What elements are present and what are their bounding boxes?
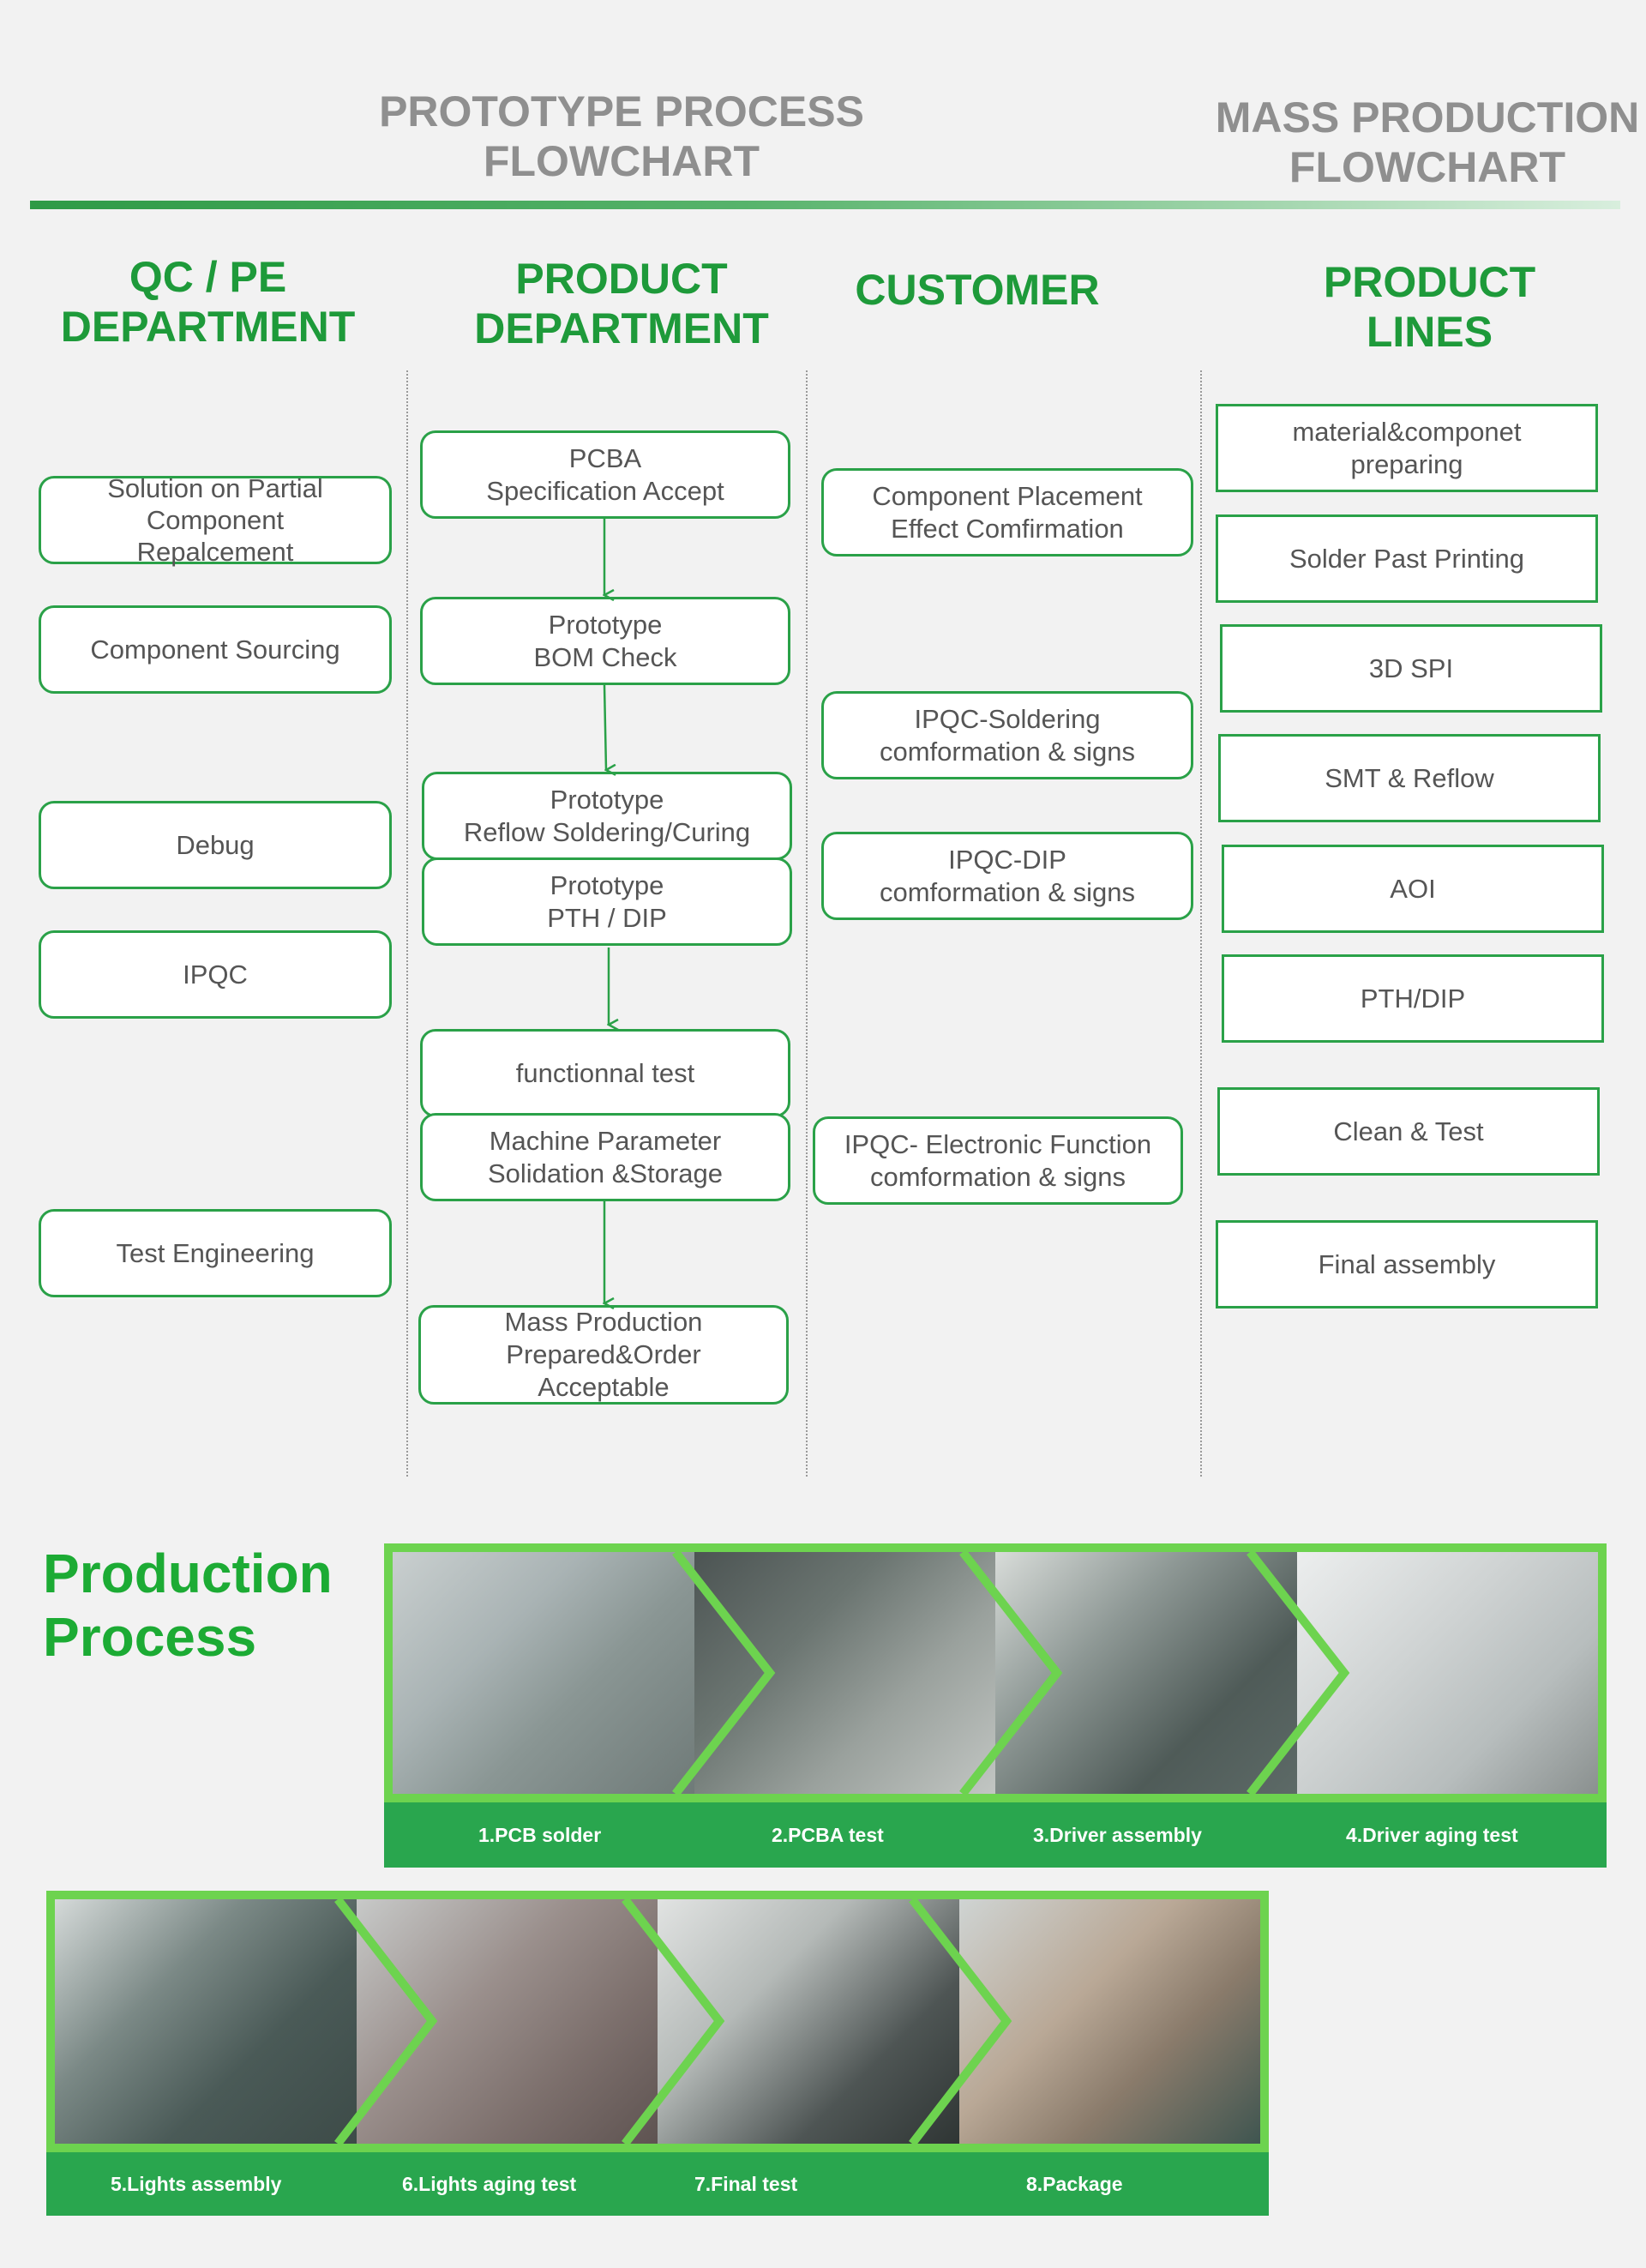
flow-arrow: [603, 684, 606, 770]
caption-pcb-solder: 1.PCB solder: [478, 1823, 602, 1846]
product-box-bom-check: Prototype BOM Check: [420, 597, 790, 685]
column-divider: [806, 370, 808, 1477]
product-box-pth-dip: Prototype PTH / DIP: [422, 857, 792, 946]
production-caption-bar-2: 5.Lights assembly 6.Lights aging test 7.…: [46, 2152, 1269, 2216]
product-box-mass-production: Mass Production Prepared&Order Acceptabl…: [418, 1305, 789, 1405]
product-box-machine-parameter: Machine Parameter Solidation &Storage: [420, 1113, 790, 1201]
column-divider: [406, 370, 408, 1477]
caption-lights-assembly: 5.Lights assembly: [111, 2172, 282, 2195]
caption-lights-aging-test: 6.Lights aging test: [402, 2172, 577, 2195]
caption-final-test: 7.Final test: [694, 2172, 798, 2195]
column-divider: [1200, 370, 1202, 1477]
photo-pcba-test: [694, 1552, 995, 1794]
product-box-pcba-spec: PCBA Specification Accept: [420, 430, 790, 519]
photo-pcb-solder: [393, 1552, 694, 1794]
production-caption-bar-1: 1.PCB solder 2.PCBA test 3.Driver assemb…: [384, 1802, 1607, 1868]
line-box-smt-reflow: SMT & Reflow: [1218, 734, 1601, 822]
line-box-3d-spi: 3D SPI: [1220, 624, 1602, 713]
line-box-aoi: AOI: [1222, 845, 1604, 933]
line-box-clean-test: Clean & Test: [1217, 1087, 1600, 1176]
caption-package: 8.Package: [1026, 2172, 1123, 2195]
qc-box-partial-replacement: Solution on Partial Component Repalcemen…: [39, 473, 392, 567]
product-department-heading: PRODUCT DEPARTMENT: [474, 255, 769, 352]
qc-pe-department-heading: QC / PE DEPARTMENT: [60, 253, 356, 351]
production-photo-strip-1: [384, 1543, 1607, 1802]
product-box-reflow: Prototype Reflow Soldering/Curing: [422, 772, 792, 860]
customer-box-ipqc-soldering: IPQC-Soldering comformation & signs: [821, 691, 1193, 779]
customer-box-placement: Component Placement Effect Comfirmation: [821, 468, 1193, 556]
product-box-functional-test: functionnal test: [420, 1029, 790, 1117]
photo-chevron-dividers: [672, 1552, 1350, 1794]
photo-lights-assembly: [55, 1899, 357, 2144]
photo-lights-aging-test: [356, 1899, 658, 2144]
mass-production-flowchart-header: MASS PRODUCTION FLOWCHART: [1215, 93, 1640, 191]
customer-box-ipqc-electronic: IPQC- Electronic Function comformation &…: [813, 1116, 1183, 1205]
production-process-title: Production Process: [43, 1543, 333, 1668]
header-divider: [30, 201, 1620, 209]
photo-final-test: [658, 1899, 959, 2144]
qc-box-test-engineering: Test Engineering: [39, 1209, 392, 1297]
line-box-final-assembly: Final assembly: [1216, 1220, 1598, 1308]
product-lines-heading: PRODUCT LINES: [1323, 258, 1536, 356]
caption-driver-aging-test: 4.Driver aging test: [1346, 1823, 1518, 1846]
qc-box-component-sourcing: Component Sourcing: [39, 605, 392, 694]
caption-driver-assembly: 3.Driver assembly: [1033, 1823, 1202, 1846]
prototype-flowchart-header: PROTOTYPE PROCESS FLOWCHART: [379, 87, 864, 185]
line-box-solder-paste: Solder Past Printing: [1216, 514, 1598, 603]
caption-pcba-test: 2.PCBA test: [772, 1823, 884, 1846]
production-photo-strip-2: [46, 1891, 1269, 2152]
qc-box-debug: Debug: [39, 801, 392, 889]
line-box-pth-dip: PTH/DIP: [1222, 954, 1604, 1043]
photo-driver-assembly: [995, 1552, 1297, 1794]
customer-heading: CUSTOMER: [855, 266, 1100, 314]
customer-box-ipqc-dip: IPQC-DIP comformation & signs: [821, 832, 1193, 920]
line-box-material: material&componet preparing: [1216, 404, 1598, 492]
qc-box-ipqc: IPQC: [39, 930, 392, 1019]
photo-chevron-dividers: [334, 1899, 1012, 2144]
